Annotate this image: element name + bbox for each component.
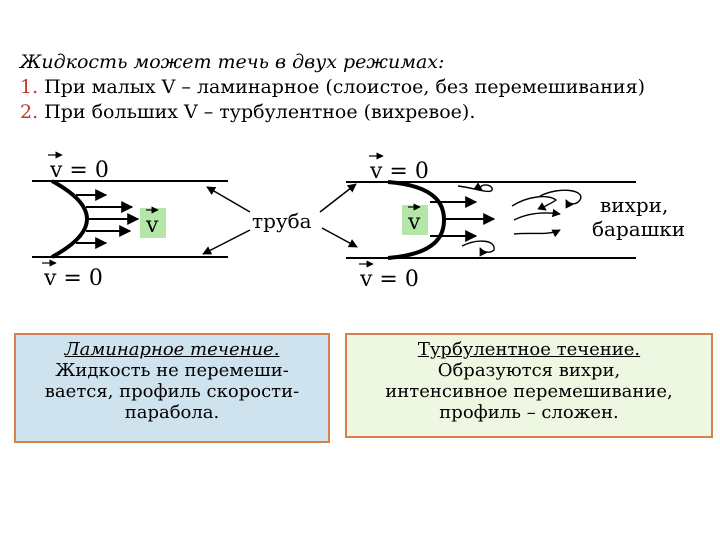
vortex-arrow: [457, 182, 493, 193]
pipe-label: труба: [252, 209, 312, 233]
turbulent-line-1: Образуются вихри,: [437, 360, 621, 381]
vortex-label-line2: барашки: [592, 217, 685, 241]
turbulent-wall-velocity-bottom: v = 0: [359, 260, 419, 292]
intro-item-2-text: При больших V – турбулентное (вихревое).: [44, 101, 476, 123]
pipe-pointer-arrow: [206, 186, 251, 213]
intro-heading: Жидкость может течь в двух режимах:: [20, 51, 445, 73]
turbulent-description-box: Турбулентное течение. Образуются вихри, …: [345, 333, 713, 438]
pipe-pointer-arrow: [319, 183, 357, 213]
vortex-arrow: [461, 240, 495, 257]
intro-text: Жидкость может течь в двух режимах: 1. П…: [20, 50, 645, 125]
intro-item-1: 1. При малых V – ламинарное (слоистое, б…: [20, 75, 645, 100]
laminar-velocity-symbol: v: [145, 213, 159, 238]
laminar-line-3: парабола.: [124, 402, 220, 423]
intro-item-1-text: При малых V – ламинарное (слоистое, без …: [44, 76, 645, 98]
pipe-pointer-arrow: [202, 229, 251, 255]
turbulent-title: Турбулентное течение.: [417, 339, 641, 360]
laminar-description-box: Ламинарное течение. Жидкость не перемеши…: [14, 333, 330, 443]
svg-text:v = 0: v = 0: [43, 266, 103, 291]
laminar-velocity-profile: [51, 179, 89, 259]
turbulent-wall-velocity-top: v = 0: [369, 152, 429, 184]
flow-diagram: v = 0 v = 0 v труба v = 0 v = 0 v вихри,…: [32, 151, 685, 292]
intro-item-1-number: 1.: [20, 76, 39, 98]
turbulent-velocity-symbol: v: [407, 210, 421, 235]
laminar-line-2: вается, профиль скорости-: [44, 381, 300, 402]
svg-text:v = 0: v = 0: [49, 158, 109, 183]
pipe-pointer-arrow: [321, 227, 358, 248]
svg-text:v = 0: v = 0: [359, 267, 419, 292]
vortex-arrow: [511, 195, 558, 211]
vortex-arrow: [539, 189, 582, 209]
vortex-arrow: [513, 229, 561, 238]
intro-item-2-number: 2.: [20, 101, 39, 123]
vortex-label-line1: вихри,: [600, 193, 668, 217]
turbulent-line-3: профиль – сложен.: [439, 402, 619, 423]
laminar-title: Ламинарное течение.: [64, 339, 280, 360]
svg-text:v = 0: v = 0: [369, 159, 429, 184]
turbulent-line-2: интенсивное перемешивание,: [385, 381, 673, 402]
intro-item-2: 2. При больших V – турбулентное (вихрево…: [20, 100, 645, 125]
laminar-wall-velocity-top: v = 0: [48, 151, 109, 183]
laminar-wall-velocity-bottom: v = 0: [42, 259, 103, 291]
vortex-arrow: [513, 208, 561, 221]
laminar-line-1: Жидкость не перемеши-: [55, 360, 289, 381]
